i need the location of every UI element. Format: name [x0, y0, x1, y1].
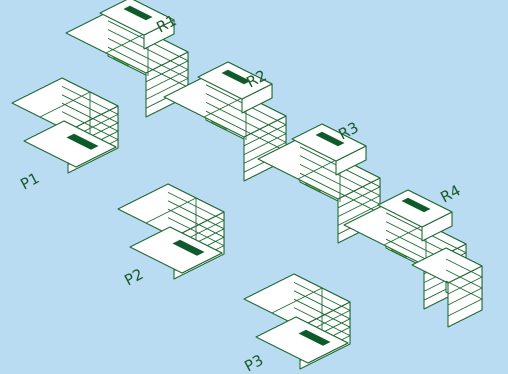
layer-line	[447, 298, 483, 317]
layer-line	[445, 258, 483, 278]
layer-line	[243, 141, 287, 164]
block-top-face	[23, 120, 117, 168]
top-marker	[315, 131, 345, 147]
top-marker	[172, 239, 205, 256]
layer-line	[337, 186, 381, 209]
label-p3: P3	[241, 351, 266, 374]
layer-line	[337, 195, 381, 218]
divider-line	[271, 287, 323, 314]
layer-line	[243, 133, 287, 156]
divider-line	[39, 91, 91, 118]
block-top-face	[255, 316, 349, 364]
divider-line	[145, 197, 197, 224]
top-marker	[221, 69, 251, 85]
top-marker	[298, 329, 331, 346]
layer-line	[447, 276, 483, 295]
layer-line	[145, 77, 189, 100]
top-marker	[401, 197, 431, 213]
divider-line	[203, 95, 247, 118]
scene	[11, 0, 483, 370]
divider-line	[297, 157, 341, 180]
layer-line	[145, 69, 189, 92]
layer-line	[145, 60, 189, 83]
layer-line	[445, 280, 483, 300]
layer-line	[337, 203, 381, 226]
layer-line	[447, 287, 483, 306]
block-top-face	[411, 247, 483, 284]
top-marker	[66, 133, 99, 150]
divider-line	[105, 31, 149, 54]
block-top-face	[377, 189, 453, 228]
layer-line	[243, 124, 287, 147]
divider-line	[383, 223, 427, 246]
block-top-face	[291, 123, 367, 162]
block-top-face	[197, 61, 273, 100]
top-marker	[123, 5, 153, 21]
block-top-face	[99, 0, 175, 36]
block-top-face	[129, 226, 223, 274]
layer-line	[445, 269, 483, 289]
